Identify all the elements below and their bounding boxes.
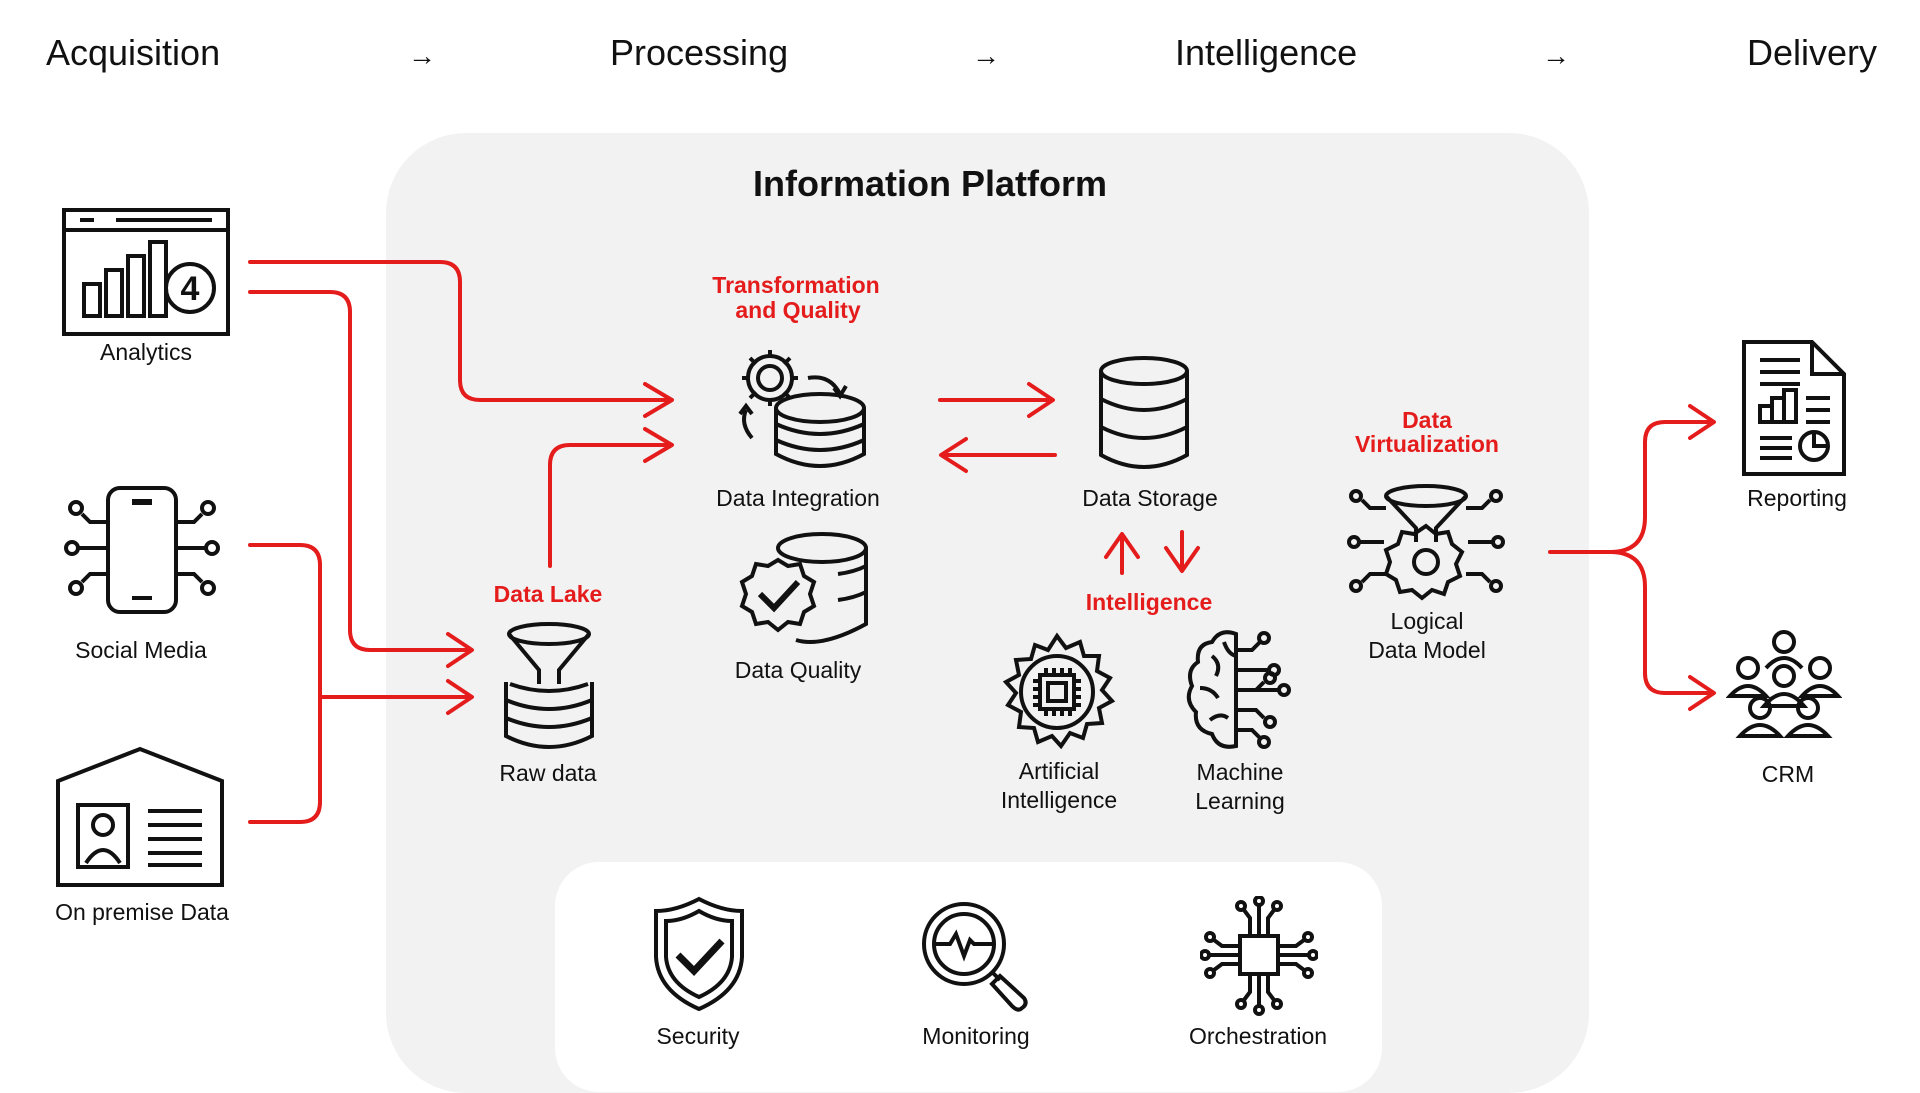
social-media-phone-icon xyxy=(62,486,222,614)
ai-label-line2: Intelligence xyxy=(1000,787,1118,813)
gear-database-icon xyxy=(730,344,870,474)
connector-arrowhead xyxy=(939,437,968,473)
connector-rawdata-integration xyxy=(548,443,672,568)
analytics-dashboard-icon: 4 xyxy=(62,208,230,336)
database-storage-icon xyxy=(1097,355,1191,473)
crm-people-icon xyxy=(1726,628,1842,742)
virtualization-heading-line1: Data xyxy=(1402,407,1452,433)
svg-text:4: 4 xyxy=(181,270,200,308)
stage-arrow-1: → xyxy=(408,40,436,71)
connector-arrowhead xyxy=(643,427,674,463)
connector-social xyxy=(248,543,322,682)
transformation-heading-line1: Transformation xyxy=(712,272,880,298)
brain-circuit-icon xyxy=(1180,626,1292,754)
stage-processing: Processing xyxy=(610,32,789,73)
data-quality-label: Data Quality xyxy=(734,657,862,683)
orchestration-label: Orchestration xyxy=(1188,1023,1328,1049)
ml-label-line2: Learning xyxy=(1195,788,1285,814)
connector-ldm-delivery xyxy=(1548,420,1712,554)
analytics-label: Analytics xyxy=(99,339,193,365)
crm-label: CRM xyxy=(1761,761,1815,787)
report-document-icon xyxy=(1740,338,1848,478)
raw-data-label: Raw data xyxy=(499,760,597,786)
connector-analytics-integration xyxy=(248,260,672,402)
on-premise-building-icon xyxy=(56,745,224,887)
ai-chip-gear-icon xyxy=(996,632,1118,754)
orchestration-chip-icon xyxy=(1200,896,1318,1016)
connector-arrowhead xyxy=(446,679,474,715)
on-premise-label: On premise Data xyxy=(55,899,229,925)
funnel-database-icon xyxy=(502,622,596,754)
connector-ldm-crm xyxy=(1608,550,1712,695)
connector-arrowhead xyxy=(446,632,474,668)
data-storage-label: Data Storage xyxy=(1082,485,1218,511)
connector-arrowhead xyxy=(643,382,674,418)
reporting-label: Reporting xyxy=(1747,485,1847,511)
transformation-heading-line2: and Quality xyxy=(735,297,861,323)
security-label: Security xyxy=(656,1023,740,1049)
ldm-label-line2: Data Model xyxy=(1368,637,1486,663)
data-integration-label: Data Integration xyxy=(716,485,880,511)
stage-intelligence: Intelligence xyxy=(1175,32,1358,73)
connector-analytics-rawdata xyxy=(248,290,472,652)
stage-delivery: Delivery xyxy=(1747,32,1878,73)
monitoring-label: Monitoring xyxy=(922,1023,1030,1049)
security-shield-icon xyxy=(652,895,746,1013)
data-lake-heading: Data Lake xyxy=(493,581,603,607)
connector-arrowhead xyxy=(1688,675,1716,711)
stage-acquisition: Acquisition xyxy=(46,32,221,73)
connector-arrowhead xyxy=(1027,382,1055,418)
stage-arrow-2: → xyxy=(972,40,1000,71)
monitoring-magnifier-icon xyxy=(920,900,1032,1012)
stage-arrow-3: → xyxy=(1542,40,1570,71)
ldm-label-line1: Logical xyxy=(1390,608,1464,634)
virtualization-heading-line2: Virtualization xyxy=(1355,431,1499,457)
connector-arrowhead xyxy=(1104,532,1140,559)
quality-check-database-icon xyxy=(732,530,872,646)
logical-data-model-icon xyxy=(1346,482,1506,604)
connector-arrowhead xyxy=(1164,546,1200,573)
intelligence-heading: Intelligence xyxy=(1085,589,1213,615)
ml-label-line1: Machine xyxy=(1196,759,1284,785)
ai-label-line1: Artificial xyxy=(1018,758,1100,784)
connector-arrowhead xyxy=(1688,404,1716,440)
connector-onpremise xyxy=(248,678,322,824)
platform-title: Information Platform xyxy=(752,163,1107,204)
social-media-label: Social Media xyxy=(75,637,207,663)
